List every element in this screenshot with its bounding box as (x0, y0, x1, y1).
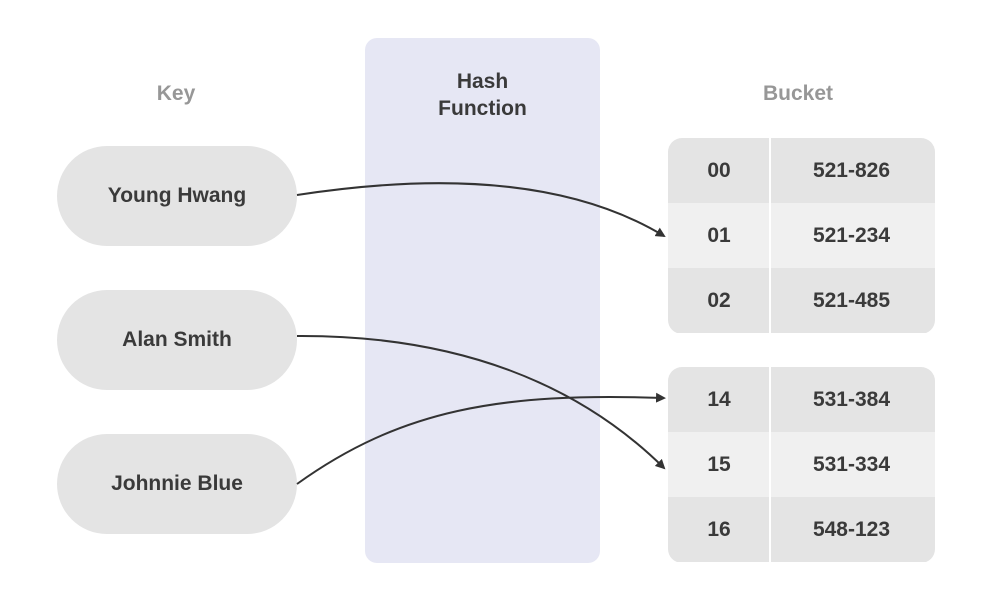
bucket-index: 00 (707, 158, 731, 182)
key-pill: Young Hwang (57, 146, 297, 246)
bucket-index: 16 (707, 517, 731, 541)
bucket-value: 531-384 (812, 387, 891, 411)
bucket-divider (769, 138, 771, 203)
bucket-row: 15 531-334 (668, 432, 935, 497)
bucket-divider (769, 367, 771, 432)
hash-function-panel: Hash Function (365, 38, 600, 563)
bucket-index: 14 (707, 387, 731, 411)
bucket-group: 00 521-826 01 521-234 02 521-485 (668, 138, 935, 334)
key-column-label: Key (156, 82, 196, 105)
bucket-divider (769, 268, 771, 333)
bucket-value: 521-485 (812, 288, 891, 312)
bucket-index: 01 (707, 223, 731, 247)
bucket-value: 521-234 (812, 223, 891, 247)
key-pill: Johnnie Blue (57, 434, 297, 534)
bucket-row: 02 521-485 (668, 268, 935, 333)
bucket-row: 14 531-384 (668, 367, 935, 432)
bucket-value: 531-334 (812, 452, 891, 476)
bucket-row: 01 521-234 (668, 203, 935, 268)
bucket-index: 15 (707, 452, 731, 476)
bucket-divider (769, 203, 771, 268)
bucket-index: 02 (707, 288, 731, 312)
bucket-value: 548-123 (812, 517, 891, 541)
hash-function-title: Hash Function (438, 70, 527, 120)
bucket-group: 14 531-384 15 531-334 16 548-123 (668, 367, 935, 563)
bucket-column-label: Bucket (762, 82, 834, 105)
key-pill: Alan Smith (57, 290, 297, 390)
bucket-value: 521-826 (812, 158, 891, 182)
bucket-divider (769, 497, 771, 562)
bucket-divider (769, 432, 771, 497)
bucket-row: 00 521-826 (668, 138, 935, 203)
bucket-row: 16 548-123 (668, 497, 935, 562)
